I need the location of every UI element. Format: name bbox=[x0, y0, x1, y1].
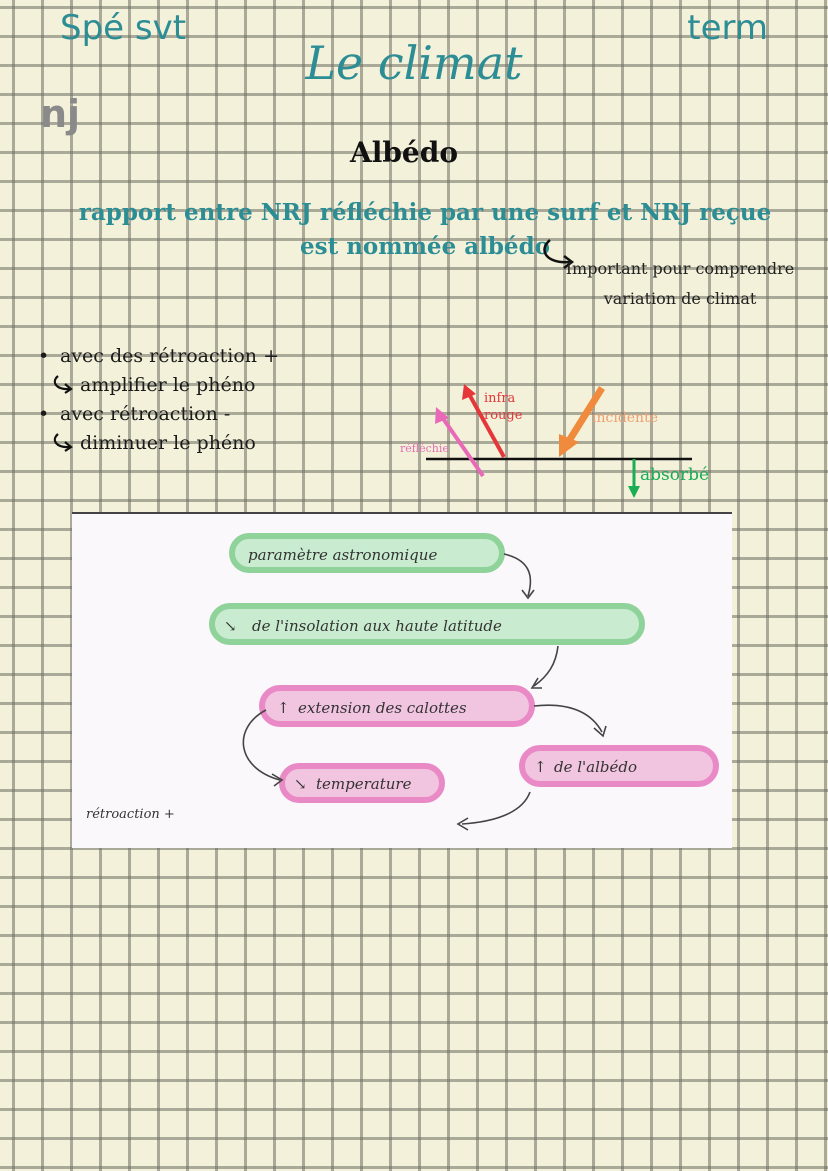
node-insolation: ↘ de l'insolation aux haute latitude bbox=[209, 603, 645, 645]
hook-arrow-icon bbox=[38, 429, 80, 458]
node-temperature-text: temperature bbox=[316, 775, 412, 793]
list-item: • avec rétroaction - bbox=[38, 400, 279, 429]
handwritten-sketch: paramètre astronomique ↘ de l'insolation… bbox=[72, 512, 732, 848]
incidente-label: incidente bbox=[592, 410, 658, 426]
sketch-caption: rétroaction + bbox=[86, 807, 175, 822]
list-item-label: avec rétroaction - bbox=[60, 403, 231, 425]
incident-arrow bbox=[559, 386, 605, 457]
node-parametre: paramètre astronomique bbox=[229, 533, 505, 573]
node-insolation-text: de l'insolation aux haute latitude bbox=[252, 617, 502, 635]
bullet: • bbox=[38, 403, 50, 425]
infrared-arrow bbox=[462, 384, 506, 458]
node-temperature: ↘ temperature bbox=[279, 763, 445, 803]
list-item-effect: diminuer le phéno bbox=[80, 432, 256, 454]
curved-arrow-icon bbox=[543, 239, 575, 269]
node-parametre-text: paramètre astronomique bbox=[248, 546, 437, 564]
arrow-up-icon: ↑ bbox=[277, 699, 290, 717]
bullet: • bbox=[38, 345, 50, 367]
albedo-diagram: infra rouge incidente réfléchie absorbé bbox=[400, 384, 709, 498]
list-item: • avec des rétroaction + bbox=[38, 342, 279, 371]
list-item: amplifier le phéno bbox=[38, 371, 279, 400]
node-extension-text: extension des calottes bbox=[298, 699, 467, 717]
node-extension: ↑ extension des calottes bbox=[259, 685, 535, 727]
node-albedo-text: de l'albédo bbox=[554, 758, 637, 776]
list-item-label: avec des rétroaction + bbox=[60, 345, 279, 367]
logo: nj bbox=[40, 92, 81, 136]
arrow-down-icon: ↘ bbox=[224, 617, 237, 635]
absorbe-label: absorbé bbox=[640, 465, 709, 485]
absorbed-arrow bbox=[628, 459, 640, 498]
arrow-down-icon: ↘ bbox=[294, 775, 307, 793]
sketch-arrows bbox=[242, 553, 607, 831]
rouge-label: rouge bbox=[484, 408, 523, 423]
reflechie-label: réfléchie bbox=[400, 442, 449, 455]
list-item: diminuer le phéno bbox=[38, 429, 279, 458]
node-albedo: ↑ de l'albédo bbox=[519, 745, 719, 787]
feedback-list: • avec des rétroaction + amplifier le phé… bbox=[38, 342, 279, 458]
arrow-up-icon: ↑ bbox=[534, 758, 547, 776]
level-label: term bbox=[687, 8, 768, 48]
reflected-arrow bbox=[435, 407, 485, 478]
definition-text: rapport entre NRJ réfléchie par une surf… bbox=[78, 199, 772, 260]
hook-arrow-icon bbox=[38, 371, 80, 400]
section-heading: Albédo bbox=[349, 136, 458, 169]
list-item-effect: amplifier le phéno bbox=[80, 374, 256, 396]
infra-label: infra bbox=[484, 391, 516, 406]
subject-label: Spé svt bbox=[60, 8, 187, 48]
note-text: Important pour comprendre variation de c… bbox=[565, 259, 795, 308]
page-title: Le climat bbox=[305, 36, 523, 90]
